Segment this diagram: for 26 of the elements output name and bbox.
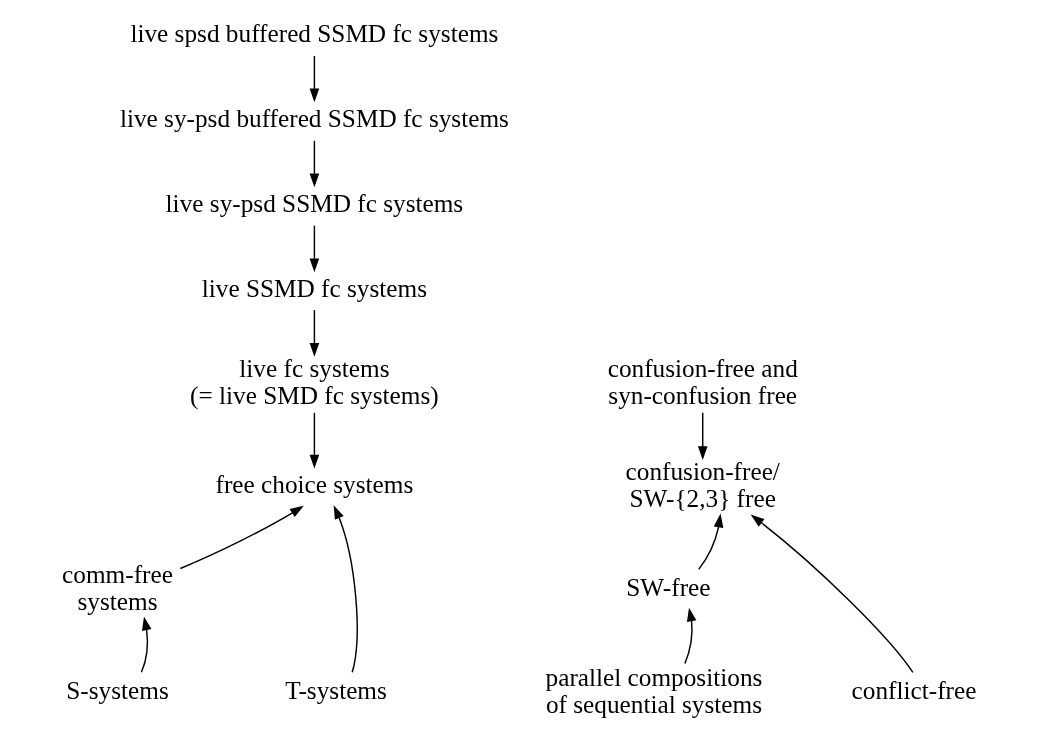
node-text: free choice systems [215, 470, 414, 499]
node-text: live fc systems (= live SMD fc systems) [190, 353, 439, 410]
arrow [333, 505, 358, 673]
arrow [698, 513, 724, 571]
arrow [697, 412, 708, 461]
arrow [309, 140, 320, 188]
node-text: live SSMD fc systems [201, 273, 428, 302]
node-text: SW-free [626, 573, 711, 602]
arrow [309, 412, 320, 469]
arrow [309, 225, 320, 273]
node-text: confusion-free/ SW-{2,3} free [625, 456, 780, 513]
node-text: comm-free systems [62, 559, 173, 615]
node-text: S-systems [66, 676, 169, 705]
node-text: parallel compositions of sequential systems [545, 662, 763, 718]
node-text: live sy-psd SSMD fc systems [165, 188, 464, 217]
node-text: T-systems [285, 676, 387, 705]
arrow [309, 55, 320, 103]
arrow [179, 505, 304, 570]
arrow [140, 616, 152, 673]
node-text: conflict-free [851, 676, 977, 705]
node-text: live spsd buffered SSMD fc systems [130, 18, 499, 47]
node-text: confusion-free and syn-confusion free [607, 353, 798, 410]
node-text: live sy-psd buffered SSMD fc systems [119, 103, 509, 132]
arrow [309, 309, 320, 357]
arrow [750, 514, 914, 674]
arrow [684, 607, 697, 665]
